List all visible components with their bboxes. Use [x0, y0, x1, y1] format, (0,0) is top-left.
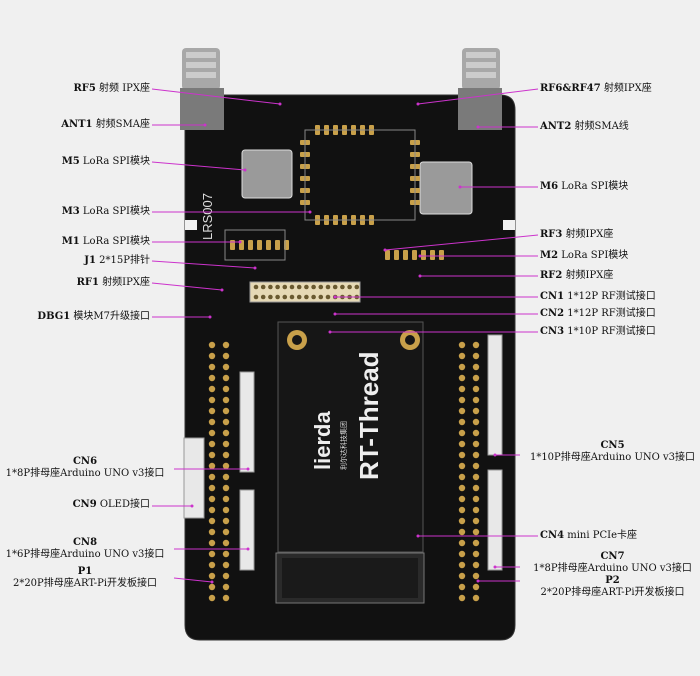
label-m3: M3 LoRa SPI模块 [61, 206, 150, 217]
label-m6: M6 LoRa SPI模块 [540, 181, 629, 192]
label-cn3: CN3 1*10P RF测试接口 [540, 326, 656, 337]
header-cn6 [239, 371, 255, 473]
sma-antenna-right [458, 48, 502, 130]
label-cn4: CN4 mini PCIe卡座 [540, 530, 637, 541]
brand-cn-text: 利尔达科技集团 [339, 421, 348, 470]
header-cn9 [183, 437, 205, 519]
model-silk: LRS007 [200, 193, 215, 240]
label-dbg1: DBG1 模块M7升级接口 [37, 311, 150, 322]
label-m5: M5 LoRa SPI模块 [61, 156, 150, 167]
sma-antenna-left [180, 48, 224, 130]
label-rf5: RF5 射频 IPX座 [73, 83, 150, 94]
header-cn7 [487, 469, 503, 571]
label-ant1: ANT1 射频SMA座 [61, 119, 150, 130]
label-rf6-rf47: RF6&RF47 射频IPX座 [540, 83, 652, 94]
label-rf1: RF1 射频IPX座 [76, 277, 150, 288]
rt-thread-board [277, 321, 424, 553]
label-m1: M1 LoRa SPI模块 [61, 236, 150, 247]
label-m2: M2 LoRa SPI模块 [540, 250, 629, 261]
label-ant2: ANT2 射频SMA线 [540, 121, 629, 132]
label-rf2: RF2 射频IPX座 [540, 270, 614, 281]
module-m6 [419, 161, 473, 215]
label-rf3: RF3 射频IPX座 [540, 229, 614, 240]
brand-text: lierda [310, 411, 335, 470]
product-text: RT-Thread [354, 351, 384, 480]
header-cn8 [239, 489, 255, 571]
label-cn9: CN9 OLED接口 [72, 499, 150, 510]
label-cn2: CN2 1*12P RF测试接口 [540, 308, 656, 319]
header-cn5 [487, 334, 503, 456]
module-m5 [241, 149, 293, 199]
label-cn1: CN1 1*12P RF测试接口 [540, 291, 656, 302]
pad-rows-top [230, 125, 444, 260]
label-j1: J1 2*15P排针 [84, 255, 150, 266]
